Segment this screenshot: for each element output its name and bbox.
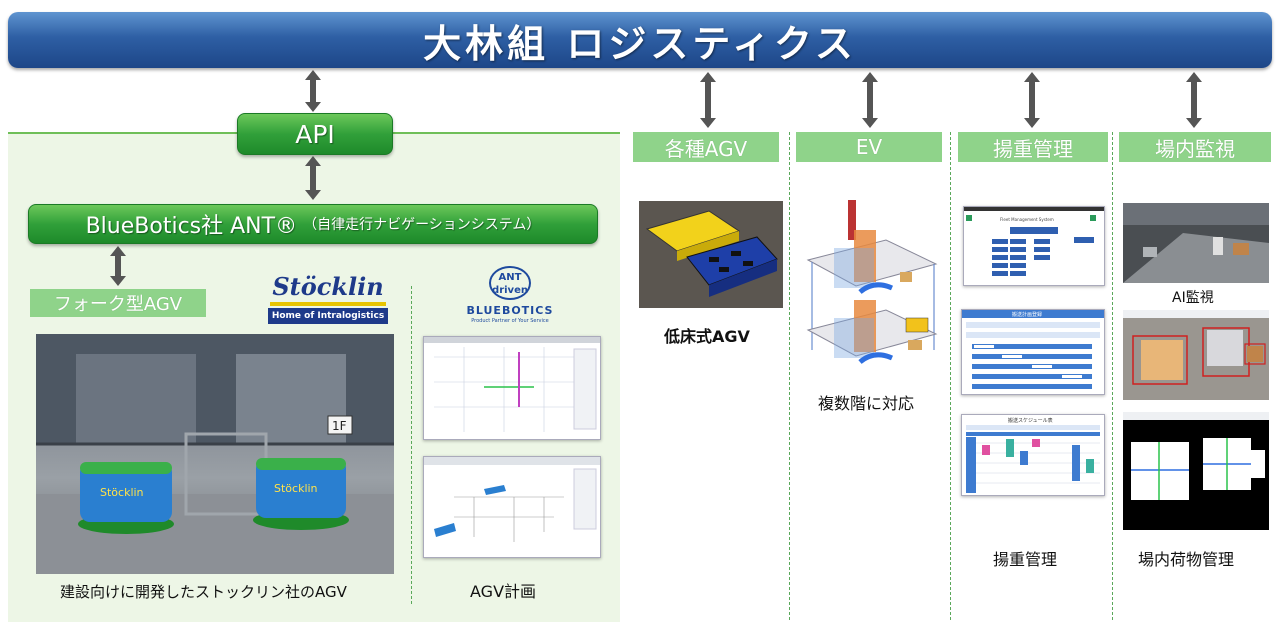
left-panel-divider xyxy=(411,286,412,604)
ant-driven-oval: ANT driven xyxy=(489,266,531,300)
low-floor-agv-photo xyxy=(639,201,783,308)
agv-double-arrow-icon xyxy=(700,72,716,128)
lifting-caption: 揚重管理 xyxy=(993,550,1058,569)
lifting-schedule-screen: 搬送スケジュール表 xyxy=(961,414,1105,496)
warehouse-agv-illustration: 1F Stöcklin Stöcklin xyxy=(36,334,394,574)
lifting-table-screen: 搬送計画登録 xyxy=(961,309,1105,395)
column-header-lifting-label: 揚重管理 xyxy=(993,136,1073,161)
bluebotics-logo-word: BLUEBOTICS xyxy=(466,304,554,317)
header-banner: 大林組 ロジスティクス xyxy=(8,12,1272,68)
column-header-agv-label: 各種AGV xyxy=(664,136,748,161)
stocklin-agv-photo: 1F Stöcklin Stöcklin xyxy=(36,334,394,574)
column-divider-3 xyxy=(1112,132,1113,620)
column-divider-2 xyxy=(950,132,951,620)
header-title: 大林組 ロジスティクス xyxy=(423,21,857,66)
photo-floor-sign: 1F xyxy=(332,419,347,433)
lifting-menu-title: Fleet Management System xyxy=(1000,217,1054,222)
ai-monitor-camera-photo xyxy=(1123,203,1269,283)
lifting-menu-screen: Fleet Management System xyxy=(963,206,1105,286)
ai-detection-photo xyxy=(1123,310,1269,400)
ai-measurement-photo xyxy=(1123,412,1269,530)
fork-agv-label-box: フォーク型AGV xyxy=(30,289,206,317)
site-cargo-caption: 場内荷物管理 xyxy=(1138,550,1235,569)
ant-navigation-box: BlueBotics社 ANT® （自律走行ナビゲーションシステム） xyxy=(28,204,598,244)
agv-plan-screen-1 xyxy=(423,336,601,440)
photo-brand-left: Stöcklin xyxy=(100,486,144,499)
ant-logo-line2: driven xyxy=(492,285,528,296)
column-header-agv: 各種AGV xyxy=(633,132,779,162)
ant-fork-double-arrow-icon xyxy=(110,246,126,286)
multi-floor-caption: 複数階に対応 xyxy=(818,394,915,413)
stocklin-agv-caption: 建設向けに開発したストックリン社のAGV xyxy=(60,583,347,601)
api-box: API xyxy=(237,113,393,155)
stocklin-logo-word: Stöcklin xyxy=(272,272,384,301)
stocklin-logo-bar xyxy=(270,302,386,306)
fork-agv-label: フォーク型AGV xyxy=(53,294,183,315)
column-header-ev-label: EV xyxy=(855,135,883,159)
column-divider-1 xyxy=(789,132,790,620)
agv-plan-screen-2 xyxy=(423,456,601,558)
stocklin-logo: Stöcklin Home of Intralogistics xyxy=(268,272,388,324)
lifting-double-arrow-icon xyxy=(1024,72,1040,128)
low-floor-agv-caption: 低床式AGV xyxy=(664,327,750,346)
lifting-schedule-title: 搬送スケジュール表 xyxy=(1008,417,1053,424)
ant-sublabel: （自律走行ナビゲーションシステム） xyxy=(303,217,541,233)
ant-logo-line1: ANT xyxy=(498,272,522,283)
lifting-table-title: 搬送計画登録 xyxy=(1012,311,1042,318)
agv-plan-caption: AGV計画 xyxy=(470,582,537,601)
column-header-lifting: 揚重管理 xyxy=(958,132,1108,162)
api-ant-double-arrow-icon xyxy=(305,156,321,200)
column-header-ev: EV xyxy=(796,132,942,162)
ant-label: BlueBotics社 ANT® xyxy=(85,214,298,239)
photo-brand-right: Stöcklin xyxy=(274,482,318,495)
monitor-double-arrow-icon xyxy=(1186,72,1202,128)
bluebotics-logo-tagline: Product Partner of Your Service xyxy=(471,318,549,324)
ai-monitor-caption: AI監視 xyxy=(1172,290,1214,306)
column-header-monitoring: 場内監視 xyxy=(1119,132,1271,162)
stocklin-logo-tagline: Home of Intralogistics xyxy=(268,308,388,324)
api-label: API xyxy=(295,119,335,149)
ant-driven-logo: ANT driven BLUEBOTICS Product Partner of… xyxy=(465,266,555,326)
column-header-monitoring-label: 場内監視 xyxy=(1155,136,1235,161)
api-double-arrow-icon xyxy=(305,70,321,112)
ev-double-arrow-icon xyxy=(862,72,878,128)
multi-floor-ev-illustration xyxy=(804,200,940,380)
